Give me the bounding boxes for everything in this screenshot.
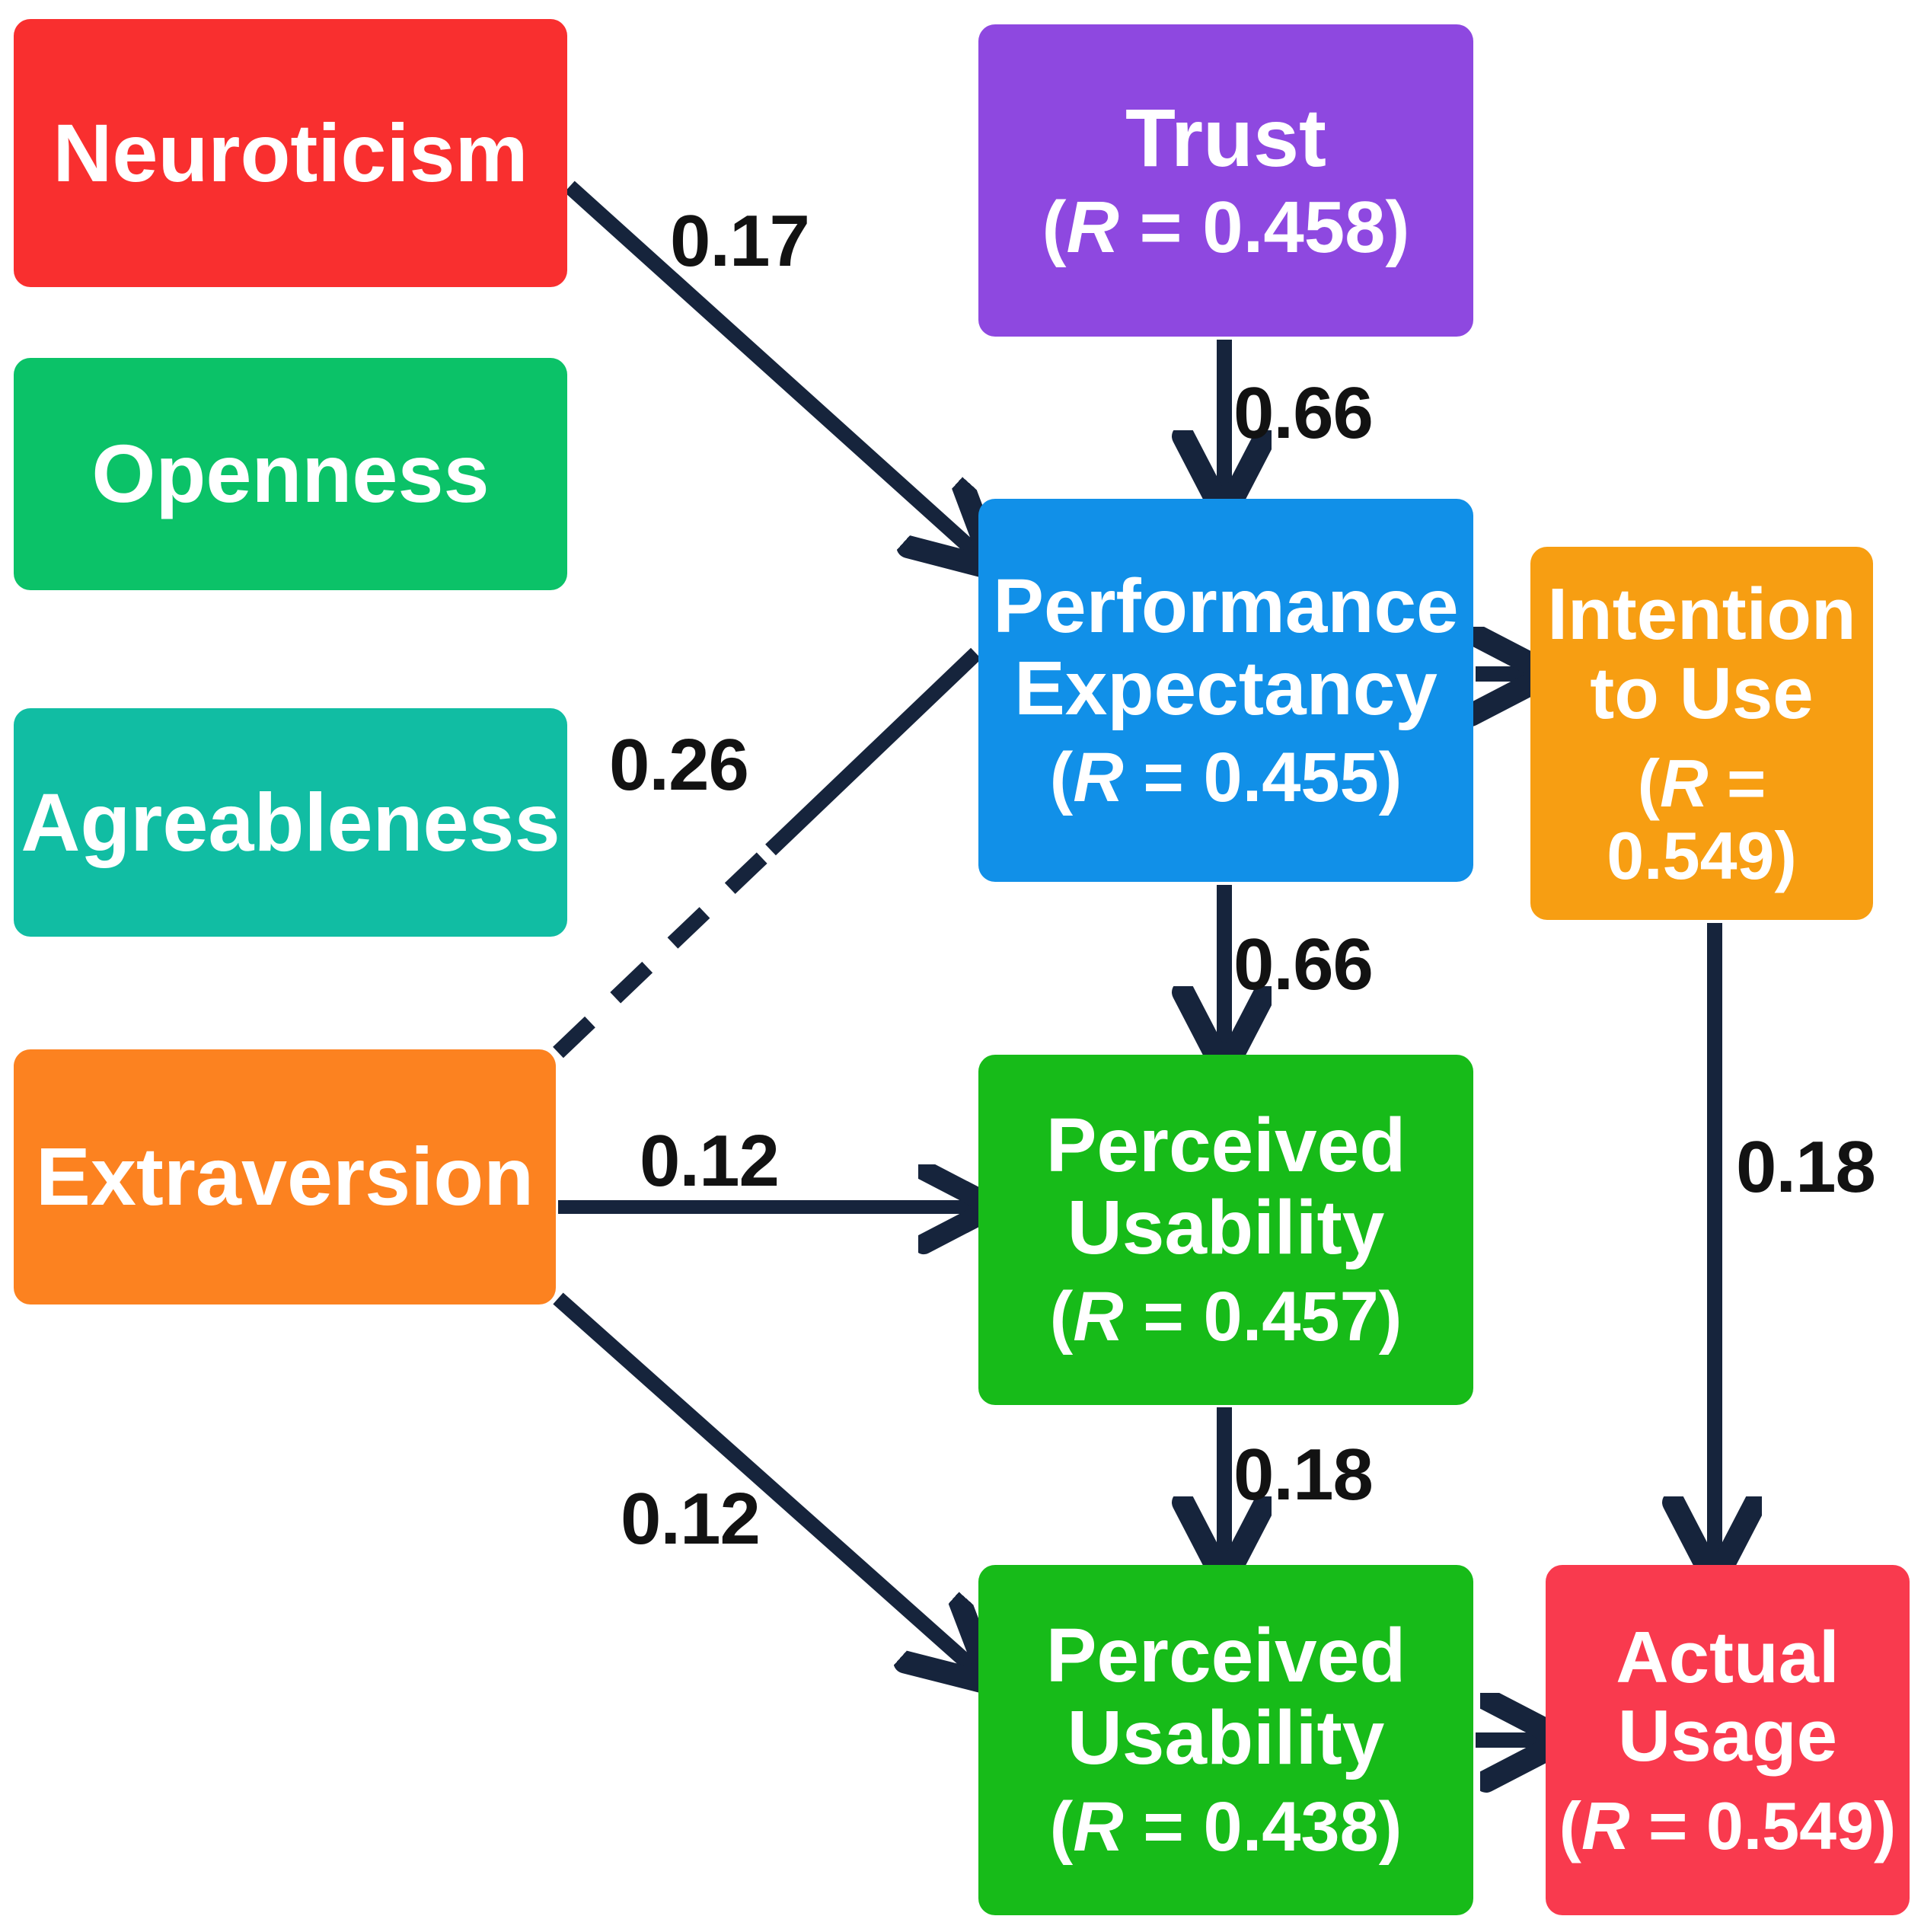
node-neuroticism[interactable]: Neuroticism xyxy=(14,19,567,287)
node-label: Agreableness xyxy=(21,775,560,868)
edge-label-extraversion-to-usability1: 0.12 xyxy=(640,1120,780,1202)
edge-extraversion-to-pe-solid xyxy=(765,647,981,856)
node-label: Actual Usage xyxy=(1616,1616,1840,1777)
node-label: Performance Expectancy xyxy=(993,563,1459,731)
edge-label-neuroticism-to-pe: 0.17 xyxy=(670,200,810,282)
node-r-value: (R = 0.458) xyxy=(1042,187,1410,269)
node-label: Perceived Usability xyxy=(1045,1103,1406,1271)
node-r-value: (R = 0.549) xyxy=(1559,1788,1897,1864)
node-label: Perceived Usability xyxy=(1045,1613,1406,1781)
node-intention-to-use[interactable]: Intention to Use (R = 0.549) xyxy=(1530,547,1873,920)
edge-label-extraversion-to-usability2: 0.12 xyxy=(621,1478,761,1560)
node-label: Intention to Use xyxy=(1547,573,1856,734)
node-perceived-usability-2[interactable]: Perceived Usability (R = 0.438) xyxy=(978,1565,1473,1915)
node-extraversion[interactable]: Extraversion xyxy=(14,1049,556,1304)
edge-extraversion-to-pe-dashed xyxy=(553,841,779,1059)
node-label: Trust xyxy=(1125,91,1327,184)
edge-label-pe-to-usability1: 0.66 xyxy=(1233,924,1374,1005)
edge-label-extraversion-to-pe: 0.26 xyxy=(609,724,749,806)
node-actual-usage[interactable]: Actual Usage (R = 0.549) xyxy=(1546,1565,1910,1915)
node-label: Neuroticism xyxy=(53,106,528,199)
node-agreableness[interactable]: Agreableness xyxy=(14,708,567,937)
node-r-value: (R = 0.549) xyxy=(1607,745,1797,893)
node-r-value: (R = 0.455) xyxy=(1049,738,1402,816)
edge-neuroticism-to-pe xyxy=(564,180,976,553)
node-label: Extraversion xyxy=(35,1130,534,1223)
node-perceived-usability-1[interactable]: Perceived Usability (R = 0.457) xyxy=(978,1055,1473,1405)
edge-label-intention-to-actual-usage: 0.18 xyxy=(1736,1126,1876,1208)
node-performance-expectancy[interactable]: Performance Expectancy (R = 0.455) xyxy=(978,499,1473,882)
edge-label-trust-to-pe: 0.66 xyxy=(1233,372,1374,454)
node-label: Openness xyxy=(91,427,490,520)
node-r-value: (R = 0.457) xyxy=(1049,1278,1402,1356)
node-trust[interactable]: Trust (R = 0.458) xyxy=(978,24,1473,337)
node-r-value: (R = 0.438) xyxy=(1049,1788,1402,1867)
edge-extraversion-to-usability2 xyxy=(553,1292,973,1668)
edge-label-usability1-to-usability2: 0.18 xyxy=(1233,1434,1374,1515)
node-openness[interactable]: Openness xyxy=(14,358,567,590)
